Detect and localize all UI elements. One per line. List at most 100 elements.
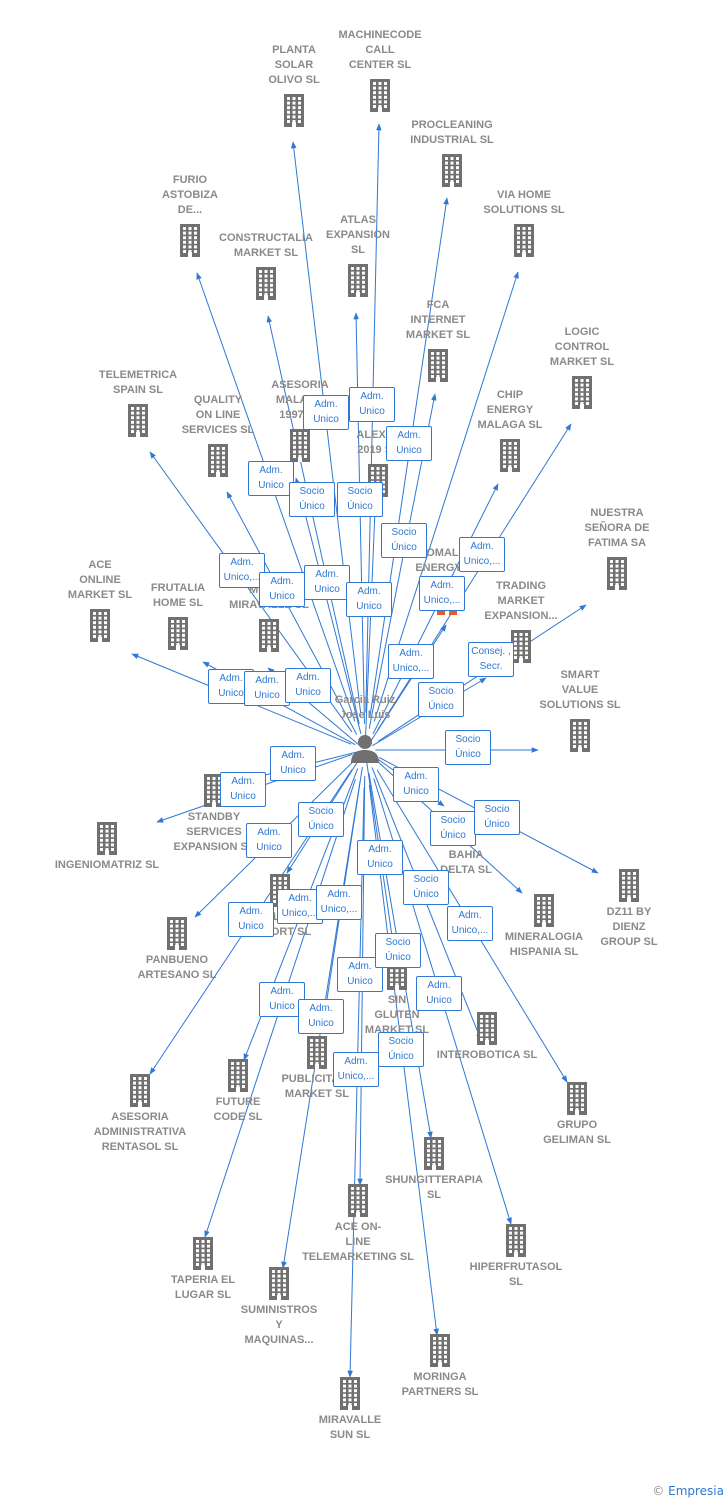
building-icon[interactable] [567, 375, 597, 414]
relation-label[interactable]: Adm.Unico,... [388, 644, 434, 679]
building-icon[interactable] [495, 438, 525, 477]
building-icon[interactable] [562, 1081, 592, 1120]
building-icon[interactable] [602, 556, 632, 595]
building-icon[interactable] [614, 868, 644, 907]
building-icon[interactable] [472, 1011, 502, 1050]
relation-label[interactable]: Adm.Unico [259, 982, 305, 1017]
company-label-interobotica[interactable]: INTEROBOTICA SL [427, 1048, 547, 1063]
relation-label[interactable]: Adm.Unico [357, 840, 403, 875]
building-icon[interactable] [437, 153, 467, 192]
building-icon[interactable] [251, 266, 281, 305]
building-icon[interactable] [506, 629, 536, 668]
relation-label[interactable]: Adm.Unico [349, 387, 395, 422]
relation-label[interactable]: Adm.Unico [248, 461, 294, 496]
building-icon[interactable] [199, 773, 229, 812]
building-icon[interactable] [419, 1136, 449, 1175]
building-icon[interactable] [501, 1223, 531, 1262]
relation-label[interactable]: Adm.Unico [298, 999, 344, 1034]
relation-label[interactable]: Adm.Unico,... [219, 553, 265, 588]
center-person-label[interactable]: Garcia Ruiz Jose Luis [305, 693, 425, 723]
building-icon[interactable] [163, 616, 193, 655]
relation-label[interactable]: Adm.Unico [244, 671, 290, 706]
relation-label[interactable]: Adm.Unico [304, 565, 350, 600]
relation-label[interactable]: Adm.Unico,... [459, 537, 505, 572]
building-icon[interactable] [162, 916, 192, 955]
building-icon[interactable] [365, 78, 395, 117]
building-icon[interactable] [279, 93, 309, 132]
building-icon[interactable] [285, 428, 315, 467]
relation-label[interactable]: Adm.Unico,... [316, 885, 362, 920]
relation-label[interactable]: Adm.Unico [220, 772, 266, 807]
person-icon[interactable] [349, 733, 381, 768]
company-label-ingeniomatriz[interactable]: INGENIOMATRIZ SL [47, 858, 167, 873]
building-icon[interactable] [92, 821, 122, 860]
relation-label[interactable]: Adm.Unico [228, 902, 274, 937]
building-icon[interactable] [203, 443, 233, 482]
building-icon[interactable] [343, 1183, 373, 1222]
building-icon[interactable] [529, 893, 559, 932]
relation-label[interactable]: Adm.Unico [285, 668, 331, 703]
relation-label[interactable]: Adm.Unico [393, 767, 439, 802]
relation-label[interactable]: Adm.Unico [246, 823, 292, 858]
building-icon[interactable] [302, 1035, 332, 1074]
building-icon[interactable] [264, 1266, 294, 1305]
building-icon[interactable] [565, 718, 595, 757]
relation-label[interactable]: Adm.Unico [259, 572, 305, 607]
building-icon[interactable] [188, 1236, 218, 1275]
relation-label[interactable]: Adm.Unico [303, 395, 349, 430]
relation-label[interactable]: Consej. ,Secr. [468, 642, 514, 677]
building-icon[interactable] [85, 608, 115, 647]
relation-label[interactable]: Adm.Unico [346, 582, 392, 617]
relation-label[interactable]: Adm.Unico,... [333, 1052, 379, 1087]
relation-label[interactable]: Adm.Unico [386, 426, 432, 461]
building-icon[interactable] [254, 618, 284, 657]
relation-label[interactable]: Adm.Unico,... [277, 889, 323, 924]
building-icon[interactable] [223, 1058, 253, 1097]
building-icon[interactable] [125, 1073, 155, 1112]
relation-label[interactable]: Adm.Unico [270, 746, 316, 781]
building-icon[interactable] [509, 223, 539, 262]
relation-label[interactable]: Adm.Unico,... [419, 576, 465, 611]
building-icon[interactable] [335, 1376, 365, 1415]
relation-label[interactable]: Adm.Unico,... [447, 906, 493, 941]
building-icon[interactable] [423, 348, 453, 387]
